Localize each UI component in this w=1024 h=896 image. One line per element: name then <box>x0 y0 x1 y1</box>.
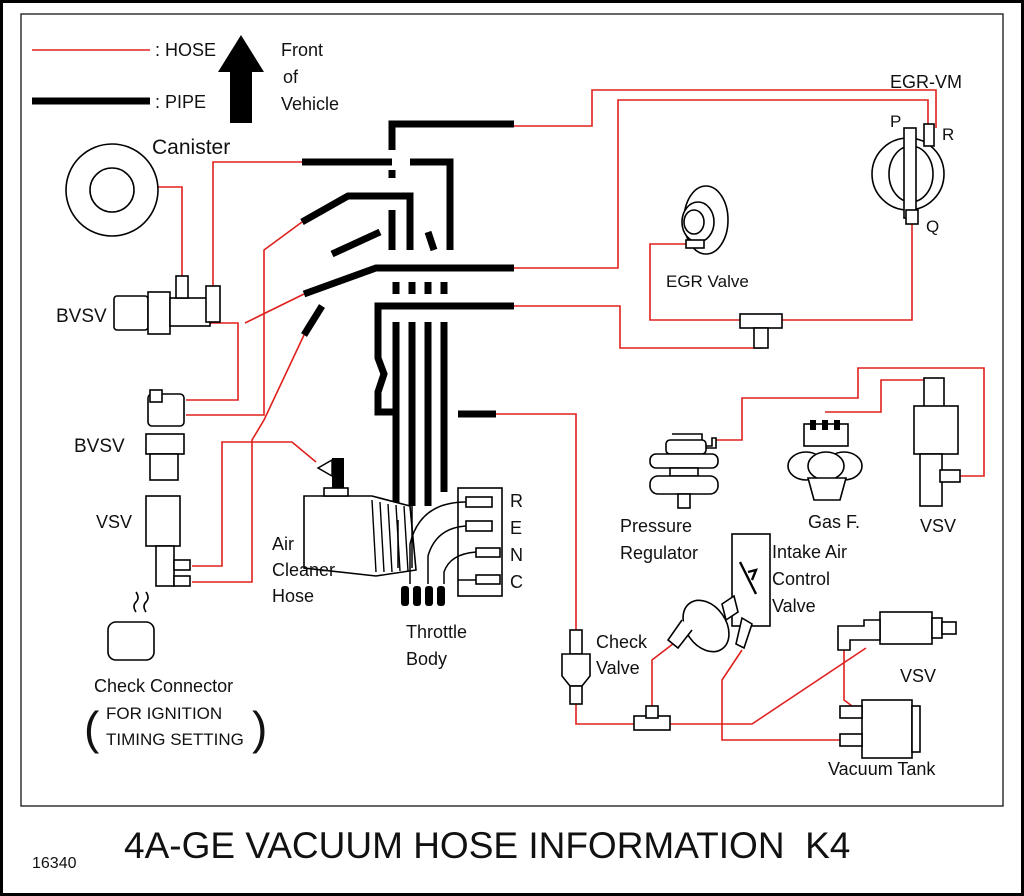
egr-vm-port-p: P <box>890 112 901 131</box>
tee-fitting-upper <box>739 313 783 349</box>
gas-filter-label: Gas F. <box>808 512 860 532</box>
air-cleaner-label-line3: Hose <box>272 586 314 606</box>
vsv-right-label: VSV <box>920 516 956 536</box>
iacv-label-line3: Valve <box>772 596 816 616</box>
inner-frame <box>20 13 1004 807</box>
front-label-line3: Vehicle <box>281 94 339 114</box>
legend-hose-label: : HOSE <box>155 40 216 60</box>
iacv-label-line1: Intake Air <box>772 542 847 562</box>
egr-vm-label: EGR-VM <box>890 72 962 92</box>
canister <box>65 143 159 237</box>
throttle-body-ports <box>397 487 503 606</box>
port-r-label: R <box>510 491 523 511</box>
check-connector <box>107 591 155 661</box>
egr-vm-port-r: R <box>942 125 954 144</box>
bvsv-upper <box>113 275 221 335</box>
vacuum-tank-label: Vacuum Tank <box>828 759 936 779</box>
bvsv-upper-label: BVSV <box>56 306 107 327</box>
egr-valve <box>681 185 729 255</box>
intake-air-control-valve <box>666 533 771 653</box>
gas-filter <box>787 420 863 501</box>
port-n-label: N <box>510 545 523 565</box>
diagram-title: 4A-GE VACUUM HOSE INFORMATION K4 <box>124 825 850 866</box>
front-label-line1: Front <box>281 40 323 60</box>
iacv-label-line2: Control <box>772 569 830 589</box>
check-connector-paren-left: ( <box>84 702 100 754</box>
egr-vm-port-q: Q <box>926 217 939 236</box>
legend: : HOSE : PIPE Front of Vehicle <box>32 35 339 123</box>
canister-label: Canister <box>152 136 230 159</box>
pressure-regulator-label-line2: Regulator <box>620 543 698 563</box>
throttle-body-label-line2: Body <box>406 649 447 669</box>
pressure-regulator-label-line1: Pressure <box>620 516 692 536</box>
front-arrow-icon <box>218 35 264 123</box>
hoses <box>118 89 985 741</box>
egr-valve-label: EGR Valve <box>666 272 749 291</box>
vacuum-tank <box>839 699 921 759</box>
vsv-left-label: VSV <box>96 512 132 532</box>
port-c-label: C <box>510 572 523 592</box>
vsv-bottom-label: VSV <box>900 666 936 686</box>
tee-fitting-lower <box>633 705 671 731</box>
vsv-right <box>913 377 961 507</box>
port-e-label: E <box>510 518 522 538</box>
air-cleaner-hose <box>303 458 417 577</box>
front-label-line2: of <box>283 67 299 87</box>
air-cleaner-label-line1: Air <box>272 534 294 554</box>
bvsv-lower <box>145 389 185 481</box>
check-valve-label-line2: Valve <box>596 658 640 678</box>
diagram-code: 16340 <box>32 855 77 872</box>
throttle-body-label-line1: Throttle <box>406 622 467 642</box>
check-connector-note-line1: FOR IGNITION <box>106 704 222 723</box>
legend-pipe-label: : PIPE <box>155 92 206 112</box>
egr-vm <box>871 123 945 225</box>
pressure-regulator <box>649 433 719 509</box>
vsv-bottom <box>837 611 957 651</box>
check-valve-label-line1: Check <box>596 632 648 652</box>
check-connector-paren-right: ) <box>252 702 267 754</box>
check-connector-note-line2: TIMING SETTING <box>106 730 244 749</box>
check-connector-label: Check Connector <box>94 676 233 696</box>
bvsv-lower-label: BVSV <box>74 436 125 457</box>
vsv-left <box>145 495 191 587</box>
check-valve <box>561 629 591 705</box>
pipes <box>300 120 514 520</box>
air-cleaner-label-line2: Cleaner <box>272 560 335 580</box>
